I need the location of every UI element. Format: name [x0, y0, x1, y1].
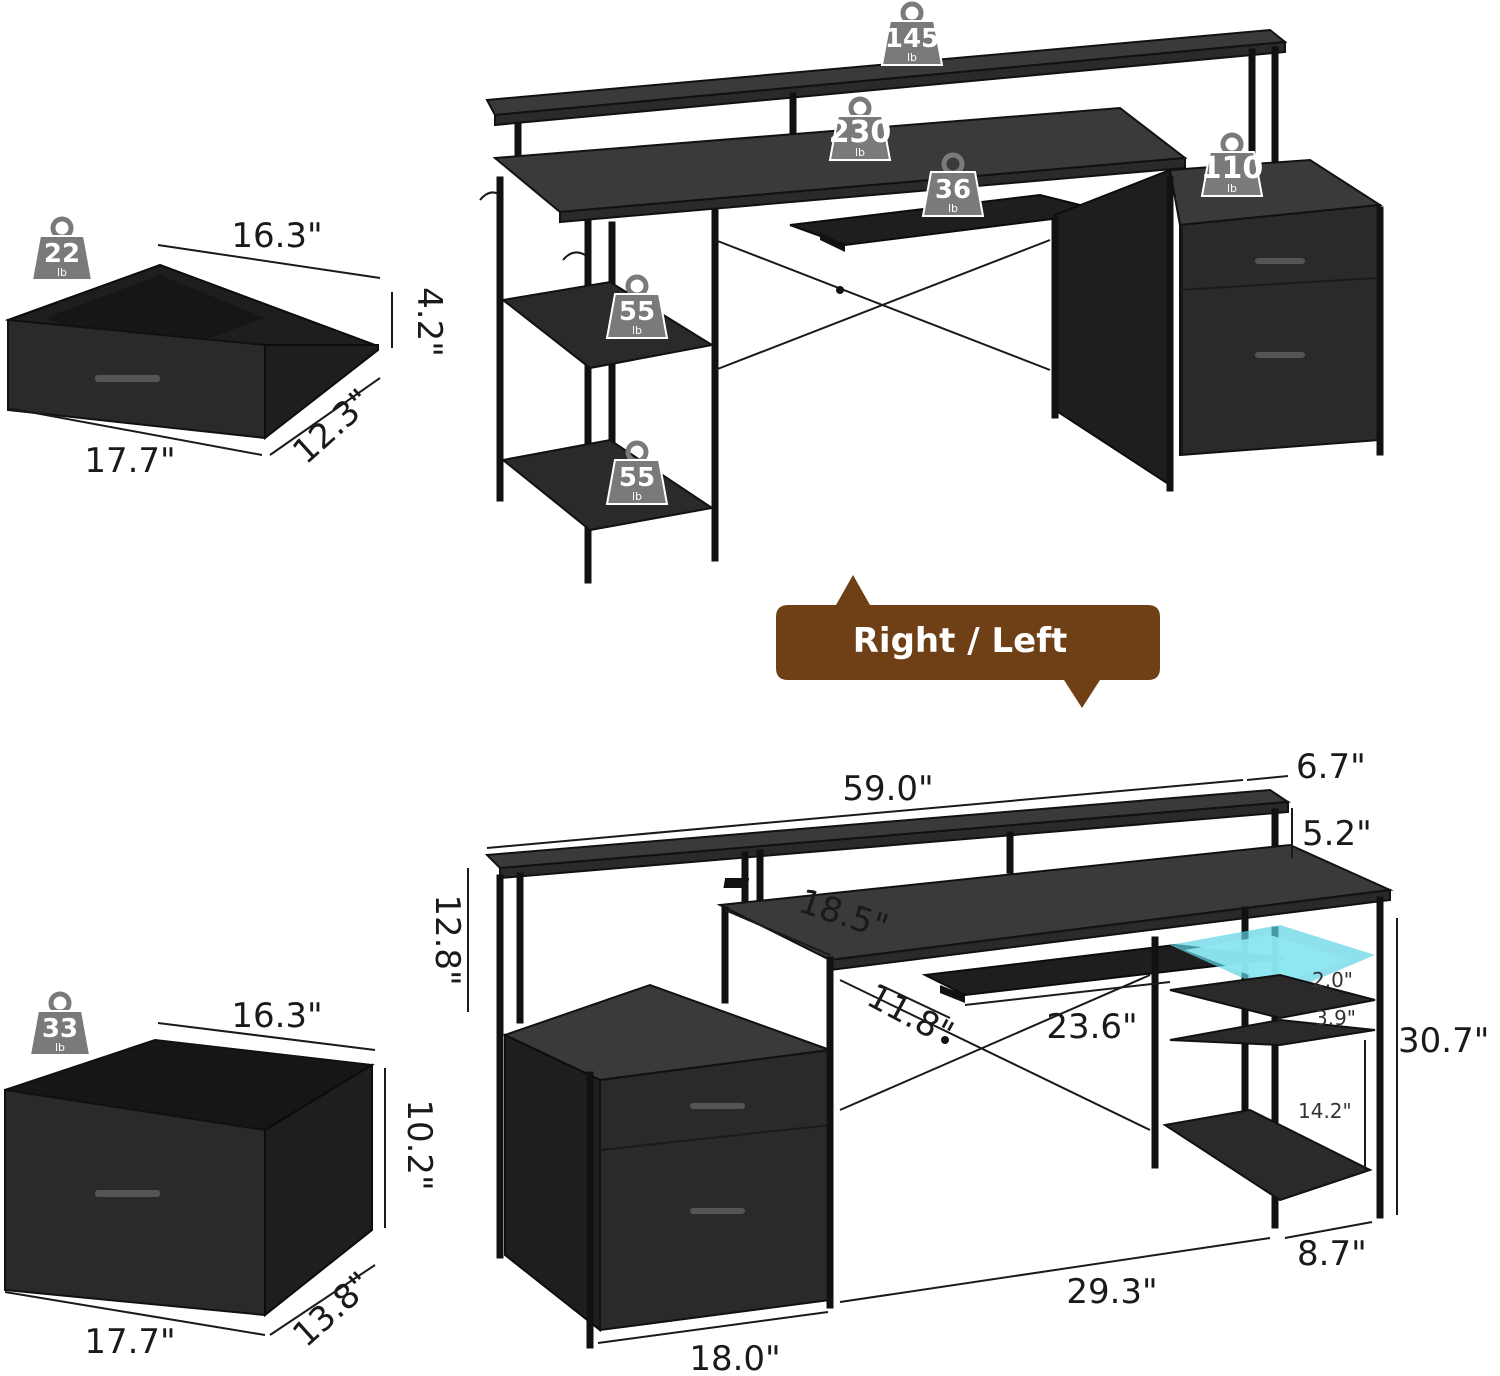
- svg-text:lb: lb: [55, 1041, 65, 1054]
- svg-text:lb: lb: [1227, 182, 1237, 195]
- cabinet-width-label: 18.0": [689, 1339, 780, 1376]
- svg-text:lb: lb: [855, 146, 865, 159]
- weight-badge-small-drawer: 22 lb: [32, 219, 92, 280]
- weight-badge-side-shelf-upper: 55 lb: [607, 277, 667, 338]
- svg-text:lb: lb: [57, 266, 67, 279]
- weight-badge-keyboard-tray: 36 lb: [923, 155, 983, 216]
- lower-shelf-gap-label: 14.2": [1298, 1099, 1352, 1123]
- svg-text:110: 110: [1201, 151, 1264, 186]
- shelf-depth-label: 8.7": [1297, 1234, 1367, 1274]
- svg-text:55: 55: [619, 463, 655, 493]
- small-drawer-height-label: 4.2": [409, 287, 449, 357]
- small-drawer-width-label: 16.3": [231, 216, 322, 256]
- led-shelf-gap-label: 2.0": [1312, 968, 1353, 992]
- svg-text:36: 36: [935, 175, 971, 205]
- large-drawer-width-label: 16.3": [231, 996, 322, 1036]
- desk-total-height-label: 30.7": [1398, 1021, 1489, 1061]
- svg-text:230: 230: [829, 115, 892, 150]
- desk-riser-height-label: 5.2": [1302, 814, 1372, 854]
- svg-text:145: 145: [885, 24, 939, 54]
- svg-text:22: 22: [44, 239, 80, 269]
- weight-badge-large-drawer: 33 lb: [30, 994, 90, 1055]
- svg-text:lb: lb: [632, 490, 642, 503]
- small-drawer-front-label: 17.7": [84, 441, 175, 481]
- weight-badge-top-shelf: 145 lb: [882, 4, 942, 65]
- desk-top-view-illustration: [479, 28, 1384, 584]
- large-drawer-height-label: 10.2": [399, 1099, 439, 1190]
- svg-text:lb: lb: [632, 324, 642, 337]
- svg-text:55: 55: [619, 297, 655, 327]
- weight-badge-desktop: 230 lb: [829, 99, 892, 160]
- large-drawer-front-label: 17.7": [84, 1322, 175, 1362]
- orientation-banner: Right / Left: [776, 575, 1160, 708]
- large-drawer-illustration: [4, 1038, 376, 1318]
- leg-space-label: 29.3": [1066, 1272, 1157, 1312]
- svg-text:lb: lb: [907, 51, 917, 64]
- tray-width-label: 23.6": [1046, 1007, 1137, 1047]
- desk-hutch-height-label: 12.8": [427, 894, 467, 985]
- desk-top-depth-label: 6.7": [1296, 747, 1366, 787]
- weight-badge-cabinet-top: 110 lb: [1201, 135, 1264, 196]
- svg-text:lb: lb: [948, 202, 958, 215]
- desk-total-width-label: 59.0": [842, 769, 933, 809]
- desk-dimensions-illustration: [484, 788, 1394, 1349]
- orientation-banner-label: Right / Left: [853, 621, 1068, 661]
- weight-badge-side-shelf-lower: 55 lb: [607, 443, 667, 504]
- svg-text:33: 33: [42, 1014, 78, 1044]
- small-drawer-illustration: [4, 263, 379, 441]
- shelf-gap-label: 3.9": [1315, 1006, 1356, 1030]
